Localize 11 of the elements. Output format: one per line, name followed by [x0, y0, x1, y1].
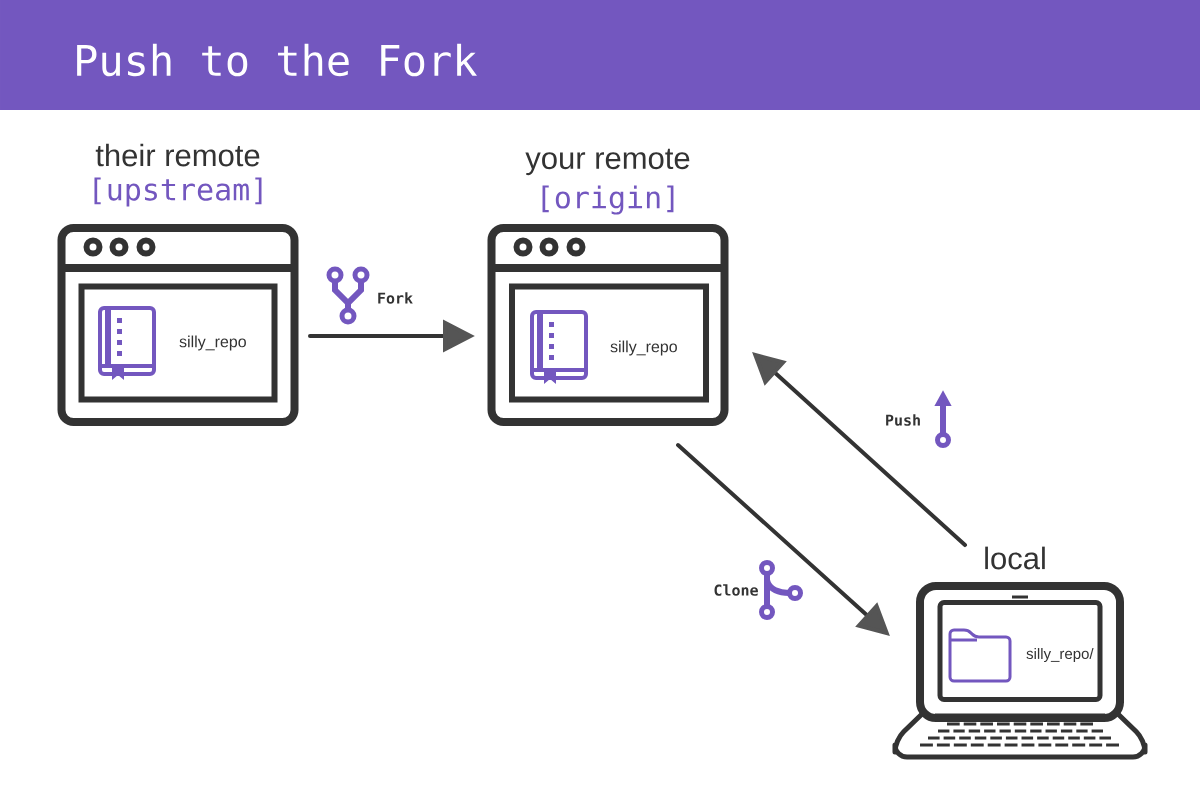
edge-label: Push [886, 414, 920, 426]
window-heading: their remote [95, 143, 260, 167]
remote-name: [origin] [542, 185, 674, 215]
edge-label: Clone [714, 584, 758, 596]
repo-panel: silly_repo [509, 283, 709, 403]
title: Push to the Fork [77, 43, 477, 77]
window-heading: your remote [525, 148, 690, 176]
repo-panel: silly_repo [78, 283, 278, 403]
laptop-heading: local [985, 546, 1045, 570]
edge-label: Fork [378, 292, 413, 304]
remote-name: [upstream] [94, 177, 262, 207]
